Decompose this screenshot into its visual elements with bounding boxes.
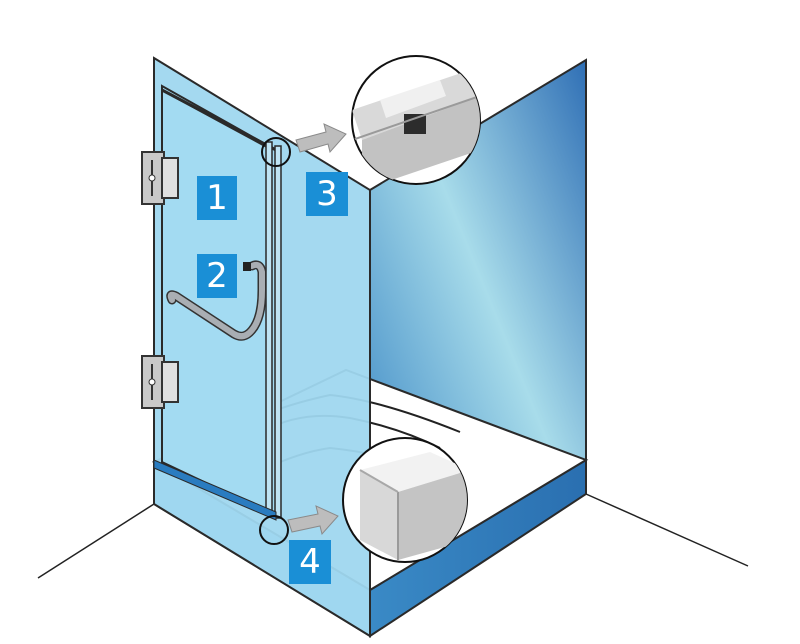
arrow-icon — [287, 505, 339, 536]
magnifier-detail-icon — [342, 437, 468, 563]
callout-badge-3: 3 — [306, 172, 348, 216]
door-inner-frame — [171, 95, 269, 149]
door-handle-icon — [166, 260, 267, 341]
vertical-seal-profile-2 — [274, 145, 282, 519]
magnifier-detail-icon — [351, 55, 481, 185]
callout-badge-4: 4 — [289, 540, 331, 584]
callout-badge-1: 1 — [197, 176, 237, 220]
vertical-seal-profile — [265, 141, 273, 515]
floor-line-right — [585, 493, 749, 567]
hinge-icon — [141, 151, 179, 205]
floor-line-left — [37, 503, 155, 579]
detail-marker-bottom — [259, 515, 289, 545]
door-top-frame — [161, 88, 277, 152]
callout-badge-2: 2 — [197, 254, 237, 298]
detail-marker-top — [261, 137, 291, 167]
bottom-seal-strip — [153, 459, 277, 521]
hinge-icon — [141, 355, 179, 409]
arrow-icon — [295, 123, 347, 154]
